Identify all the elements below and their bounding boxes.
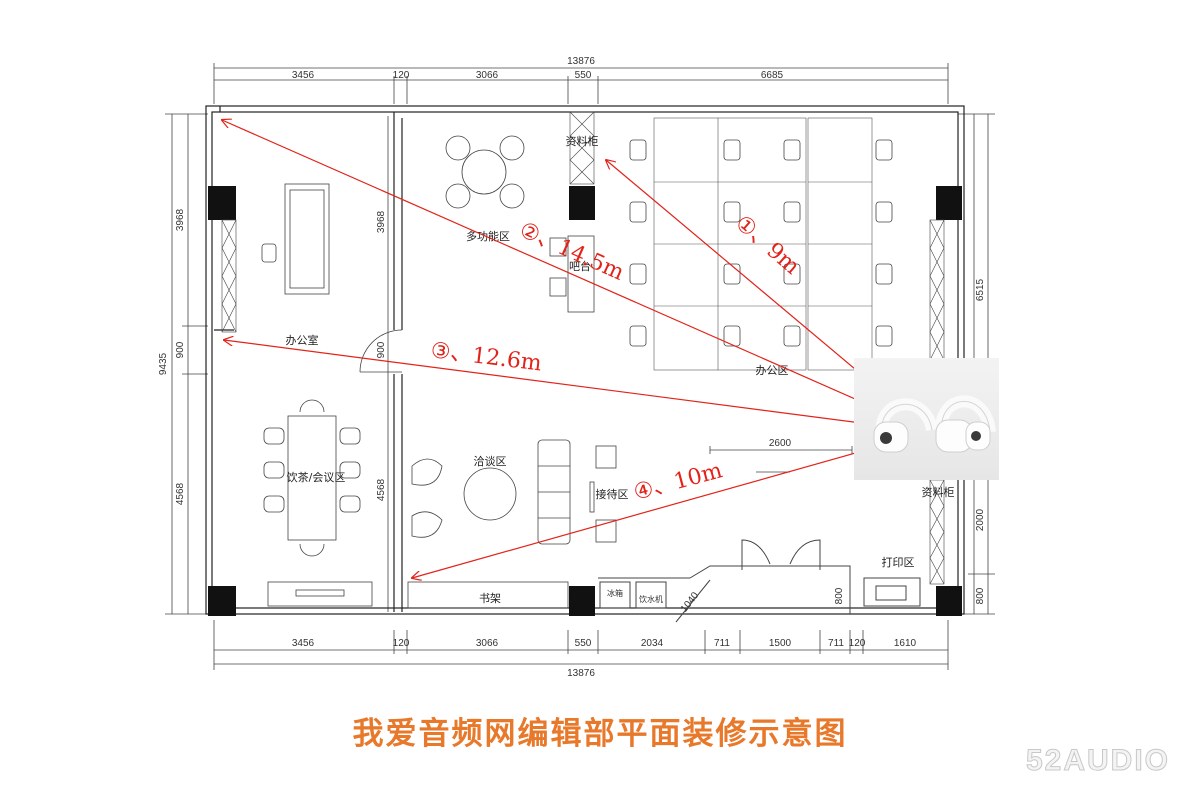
dim-bottom-3: 3066: [476, 638, 499, 649]
dim-bottom-5: 2034: [641, 638, 664, 649]
label-tea-meeting: 饮茶/会议区: [287, 471, 346, 484]
distance-label-4: ④、10m: [631, 458, 725, 506]
columns: [208, 186, 962, 616]
dim-top-total: 13876: [567, 56, 595, 67]
meeting-table: [263, 399, 373, 607]
reception-counter: [709, 446, 853, 473]
dim-bottom-1: 3456: [292, 638, 315, 649]
label-negotiation: 洽谈区: [474, 455, 507, 468]
label-cabinet-top: 资料柜: [566, 134, 599, 148]
dim-right-2: 2000: [975, 508, 986, 531]
label-print-area: 打印区: [882, 555, 915, 569]
dim-top-3: 3066: [476, 70, 499, 81]
dim-left-3: 4568: [175, 482, 186, 505]
dim-left-1: 3968: [175, 208, 186, 231]
round-table: [445, 135, 525, 209]
dim-counter: 2600: [769, 438, 792, 449]
label-fridge: 冰箱: [607, 588, 623, 598]
dim-inner-1: 3968: [376, 210, 387, 233]
dim-top-4: 550: [575, 70, 592, 81]
dim-bottom-4: 550: [575, 638, 592, 649]
lower-walls: [598, 539, 921, 623]
dim-print: 800: [834, 587, 845, 604]
windows: [221, 111, 945, 585]
dim-bottom-6: 711: [714, 638, 730, 649]
office-door: [359, 329, 403, 373]
label-multi-function: 多功能区: [466, 229, 510, 243]
dim-angled: 1040: [679, 590, 702, 615]
dim-bottom-10: 1610: [894, 638, 917, 649]
dim-bottom-2: 120: [393, 638, 410, 649]
earbuds-photo: [854, 358, 999, 480]
dim-top-5: 6685: [761, 70, 784, 81]
watermark-logo: 52AUDIO: [1025, 744, 1170, 778]
label-water-dispenser: 饮水机: [639, 594, 663, 604]
dim-bottom-9: 120: [849, 638, 866, 649]
top-dimensions: [213, 63, 949, 104]
label-cabinet-right: 资料柜: [922, 485, 955, 499]
bookshelf-unit: [407, 581, 569, 609]
label-office-area: 办公区: [756, 364, 789, 377]
bar-counter: [549, 235, 595, 313]
dim-left-2: 900: [175, 341, 186, 358]
dim-inner-2: 900: [376, 341, 387, 358]
left-dimensions: [165, 113, 208, 615]
dim-bottom-8: 711: [828, 638, 844, 649]
label-bookshelf: 书架: [479, 592, 501, 605]
label-office: 办公室: [286, 333, 319, 347]
dim-left-total: 9435: [158, 352, 169, 375]
arrow-3: [224, 340, 931, 433]
dim-bottom-total: 13876: [567, 668, 595, 679]
dim-top-1: 3456: [292, 70, 315, 81]
page-caption: 我爱音频网编辑部平面装修示意图: [352, 716, 848, 752]
label-reception: 接待区: [596, 487, 629, 501]
dim-top-2: 120: [393, 70, 410, 81]
office-furniture: [261, 183, 330, 295]
dim-right-3: 800: [975, 587, 986, 604]
bottom-dimensions: [213, 620, 949, 670]
label-bar: 吧台: [569, 259, 591, 273]
distance-arrows: [222, 120, 931, 578]
dim-inner-3: 4568: [376, 478, 387, 501]
arrow-4: [412, 431, 931, 578]
dim-bottom-7: 1500: [769, 638, 792, 649]
arrow-2: [222, 120, 931, 433]
office-chairs: [629, 139, 893, 347]
distance-label-3: ③、12.6m: [429, 338, 543, 376]
dim-right-1: 6515: [975, 278, 986, 301]
negotiation-furniture: [411, 439, 617, 545]
